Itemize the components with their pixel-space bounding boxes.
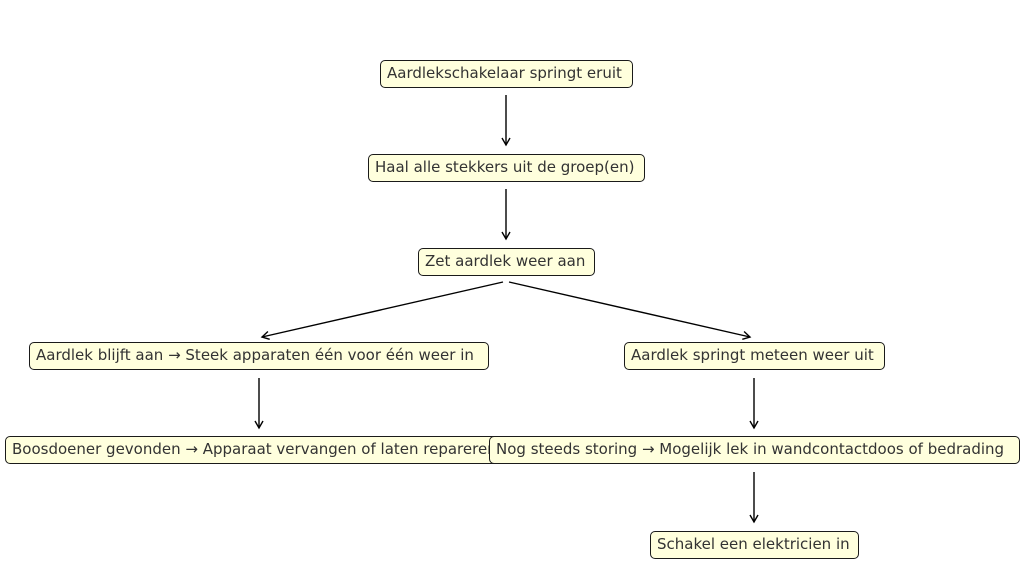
node-zet-aardlek-aan: Zet aardlek weer aan	[418, 248, 595, 276]
node-aardlek-springt-weer-uit: Aardlek springt meteen weer uit	[624, 342, 885, 370]
edge-n3-n5	[508, 281, 752, 341]
node-boosdoener-gevonden: Boosdoener gevonden → Apparaat vervangen…	[5, 436, 506, 464]
edge-n3-n4	[260, 281, 504, 341]
node-aardlek-springt-eruit: Aardlekschakelaar springt eruit	[380, 60, 633, 88]
node-aardlek-blijft-aan: Aardlek blijft aan → Steek apparaten één…	[29, 342, 489, 370]
node-haal-stekkers-uit: Haal alle stekkers uit de groep(en)	[368, 154, 645, 182]
node-nog-steeds-storing: Nog steeds storing → Mogelijk lek in wan…	[489, 436, 1020, 464]
node-schakel-elektricien-in: Schakel een elektricien in	[650, 531, 859, 559]
